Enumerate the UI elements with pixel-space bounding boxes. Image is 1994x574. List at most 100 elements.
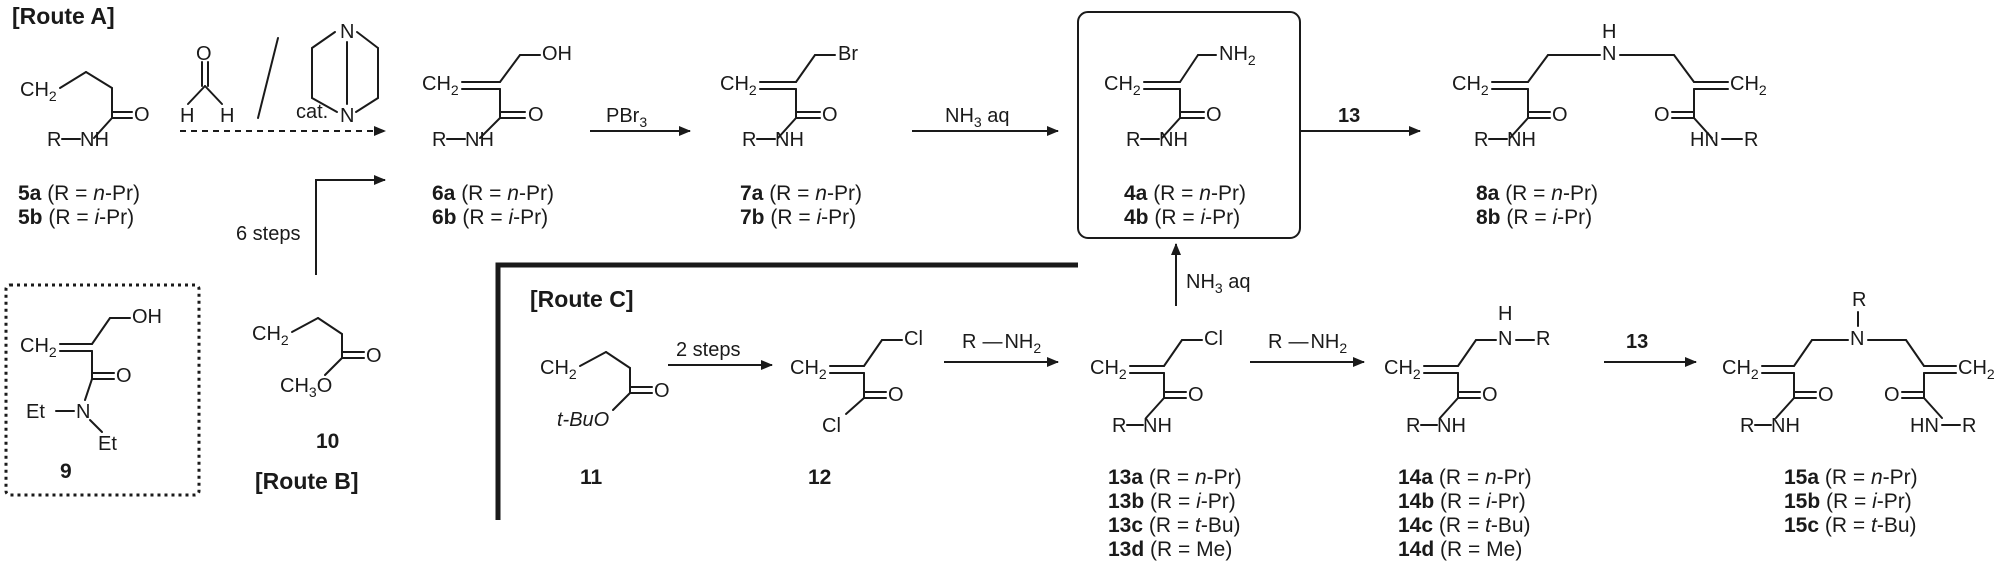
structure-6: CH2 OH O R NH	[422, 43, 572, 151]
label-13a: 13a (R = n-Pr)	[1108, 466, 1242, 489]
svg-text:R: R	[1536, 328, 1550, 350]
route-a-title: [Route A]	[12, 3, 115, 29]
svg-text:O: O	[134, 104, 150, 126]
svg-text:N: N	[1850, 328, 1864, 350]
svg-text:Cl: Cl	[1204, 328, 1223, 350]
svg-text:CH3O: CH3O	[280, 375, 332, 400]
svg-text:N: N	[340, 21, 354, 43]
svg-text:R: R	[432, 129, 446, 151]
svg-text:OH: OH	[132, 306, 162, 328]
nh3-aq-label-2: NH3 aq	[1186, 271, 1251, 296]
label-15c: 15c (R = t-Bu)	[1784, 514, 1917, 537]
label-14d: 14d (R = Me)	[1398, 538, 1522, 561]
svg-text:O: O	[1818, 384, 1834, 406]
label-10: 10	[316, 430, 339, 453]
structure-10: CH2 O CH3O	[252, 317, 382, 400]
reagent-13-label-2: 13	[1626, 331, 1648, 353]
label-7b: 7b (R = i-Pr)	[740, 206, 856, 229]
target-box-4	[1077, 11, 1301, 239]
structure-13: CH2 Cl O R NH	[1090, 328, 1223, 437]
label-9: 9	[60, 460, 72, 483]
svg-text:CH2: CH2	[720, 73, 757, 98]
svg-text:CH2: CH2	[252, 323, 289, 348]
svg-text:NH: NH	[1159, 129, 1188, 151]
svg-text:R: R	[1962, 415, 1976, 437]
svg-text:CH2: CH2	[1090, 357, 1127, 382]
svg-text:HN: HN	[1690, 129, 1719, 151]
label-13b: 13b (R = i-Pr)	[1108, 490, 1236, 513]
label-8b: 8b (R = i-Pr)	[1476, 206, 1592, 229]
structure-8: CH2 H N CH2 O R NH O HN R	[1452, 21, 1767, 151]
svg-text:CH2: CH2	[1104, 73, 1141, 98]
structure-15: CH2 R N CH2 O R NH O HN R	[1722, 289, 1994, 437]
svg-text:NH2: NH2	[1219, 43, 1256, 68]
label-13d: 13d (R = Me)	[1108, 538, 1232, 561]
svg-text:CH2: CH2	[790, 357, 827, 382]
svg-text:R: R	[1744, 129, 1758, 151]
svg-text:O: O	[888, 384, 904, 406]
structure-11: CH2 O t-BuO	[540, 351, 670, 431]
label-4a: 4a (R = n-Pr)	[1124, 182, 1246, 205]
svg-text:CH2: CH2	[20, 79, 57, 104]
svg-text:R: R	[1852, 289, 1866, 311]
nh3-aq-label-1: NH3 aq	[945, 105, 1010, 130]
structure-12: CH2 Cl O Cl	[790, 328, 923, 437]
svg-text:NH: NH	[1771, 415, 1800, 437]
svg-text:Br: Br	[838, 43, 858, 65]
svg-text:Et: Et	[98, 433, 117, 455]
svg-text:O: O	[654, 380, 670, 402]
route-c-bracket	[495, 262, 1078, 520]
svg-text:O: O	[528, 104, 544, 126]
svg-text:CH2: CH2	[1384, 357, 1421, 382]
svg-text:HN: HN	[1910, 415, 1939, 437]
svg-text:O: O	[1884, 384, 1900, 406]
r-nh2-label-1: R—NH2	[962, 331, 1041, 356]
svg-text:Cl: Cl	[822, 415, 841, 437]
label-15a: 15a (R = n-Pr)	[1784, 466, 1918, 489]
svg-text:CH2: CH2	[540, 357, 577, 382]
svg-text:CH2: CH2	[1958, 357, 1994, 382]
pbr3-label: PBr3	[606, 105, 647, 130]
svg-text:CH2: CH2	[422, 73, 459, 98]
svg-text:H: H	[1498, 303, 1512, 325]
label-15b: 15b (R = i-Pr)	[1784, 490, 1912, 513]
svg-text:O: O	[366, 345, 382, 367]
structure-5: CH2 O R NH	[20, 71, 150, 151]
r-nh2-label-2: R—NH2	[1268, 331, 1347, 356]
svg-text:CH2: CH2	[20, 335, 57, 360]
svg-text:CH2: CH2	[1722, 357, 1759, 382]
label-5b: 5b (R = i-Pr)	[18, 206, 134, 229]
reagent-separator	[257, 37, 279, 119]
svg-text:Cl: Cl	[904, 328, 923, 350]
label-8a: 8a (R = n-Pr)	[1476, 182, 1598, 205]
svg-text:H: H	[180, 105, 194, 127]
svg-text:NH: NH	[465, 129, 494, 151]
svg-text:O: O	[116, 365, 132, 387]
svg-text:H: H	[220, 105, 234, 127]
label-6b: 6b (R = i-Pr)	[432, 206, 548, 229]
label-12: 12	[808, 466, 831, 489]
svg-text:R: R	[1740, 415, 1754, 437]
label-4b: 4b (R = i-Pr)	[1124, 206, 1240, 229]
svg-text:NH: NH	[1437, 415, 1466, 437]
route-c-title: [Route C]	[530, 286, 633, 312]
svg-text:O: O	[1188, 384, 1204, 406]
label-14b: 14b (R = i-Pr)	[1398, 490, 1526, 513]
svg-text:NH: NH	[80, 129, 109, 151]
label-14c: 14c (R = t-Bu)	[1398, 514, 1531, 537]
svg-text:O: O	[196, 43, 212, 65]
svg-text:R: R	[1474, 129, 1488, 151]
svg-text:H: H	[1602, 21, 1616, 43]
svg-text:R: R	[1112, 415, 1126, 437]
reference-box-9	[4, 283, 201, 497]
svg-text:O: O	[1654, 104, 1670, 126]
svg-text:CH2: CH2	[1452, 73, 1489, 98]
svg-text:R: R	[1406, 415, 1420, 437]
catalyst-label: cat.	[296, 101, 328, 123]
formaldehyde-structure: O H H	[180, 43, 234, 127]
svg-text:OH: OH	[542, 43, 572, 65]
svg-text:t-BuO: t-BuO	[557, 409, 609, 431]
svg-text:NH: NH	[1507, 129, 1536, 151]
label-7a: 7a (R = n-Pr)	[740, 182, 862, 205]
